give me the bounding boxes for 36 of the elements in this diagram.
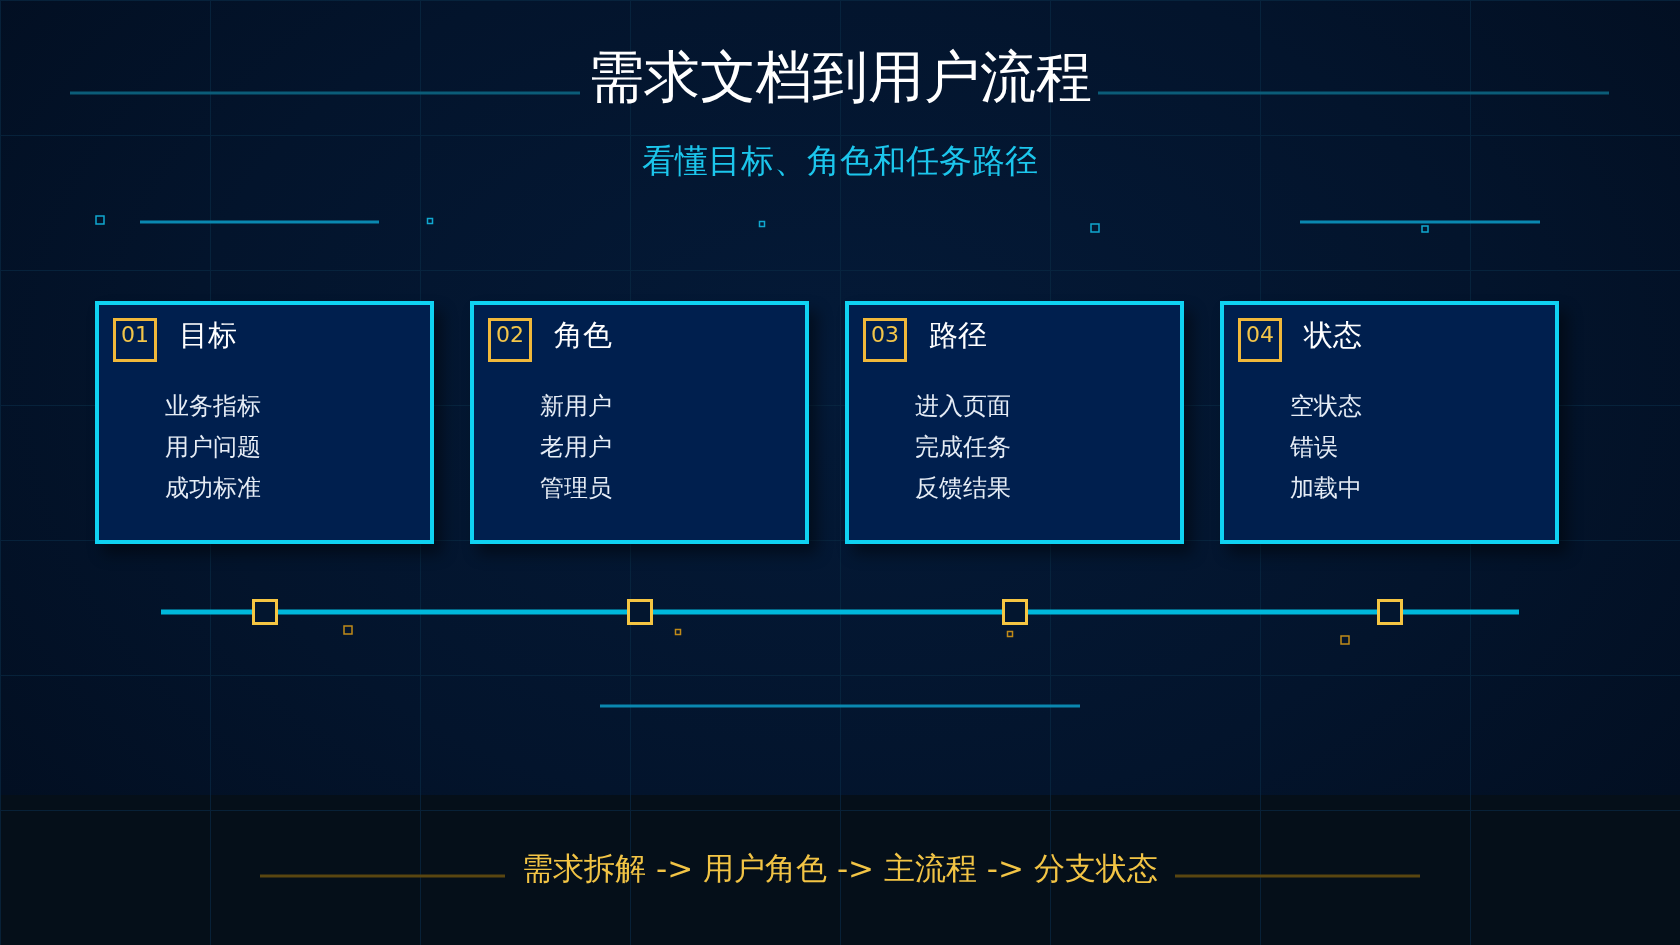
step-number-badge: 03 <box>863 318 907 362</box>
list-item: 进入页面 <box>915 393 1011 421</box>
timeline-marker <box>252 599 278 625</box>
list-item: 完成任务 <box>915 434 1011 462</box>
step-card <box>845 301 1184 544</box>
step-card <box>1220 301 1559 544</box>
step-number-badge: 01 <box>113 318 157 362</box>
step-card <box>470 301 809 544</box>
timeline-line <box>1403 609 1519 615</box>
step-number-badge: 02 <box>488 318 532 362</box>
timeline-marker <box>1377 599 1403 625</box>
timeline-marker <box>1002 599 1028 625</box>
list-item: 反馈结果 <box>915 475 1011 503</box>
list-item: 用户问题 <box>165 434 261 462</box>
list-item: 加载中 <box>1290 475 1362 503</box>
title: 需求文档到用户流程 <box>588 46 1092 108</box>
timeline-line <box>653 609 1002 615</box>
list-item: 老用户 <box>540 434 612 462</box>
list-item: 成功标准 <box>165 475 261 503</box>
list-item: 错误 <box>1290 434 1338 462</box>
subtitle: 看懂目标、角色和任务路径 <box>642 142 1038 180</box>
timeline-marker <box>627 599 653 625</box>
list-item: 管理员 <box>540 475 612 503</box>
step-card <box>95 301 434 544</box>
list-item: 业务指标 <box>165 393 261 421</box>
timeline-line <box>161 609 252 615</box>
timeline-line <box>278 609 627 615</box>
list-item: 新用户 <box>540 393 612 421</box>
step-title: 状态 <box>1304 320 1362 352</box>
step-title: 目标 <box>179 320 237 352</box>
flow-summary: 需求拆解 -> 用户角色 -> 主流程 -> 分支状态 <box>522 851 1158 887</box>
timeline-line <box>1028 609 1377 615</box>
step-title: 角色 <box>554 320 612 352</box>
list-item: 空状态 <box>1290 393 1362 421</box>
step-number-badge: 04 <box>1238 318 1282 362</box>
step-title: 路径 <box>929 320 987 352</box>
